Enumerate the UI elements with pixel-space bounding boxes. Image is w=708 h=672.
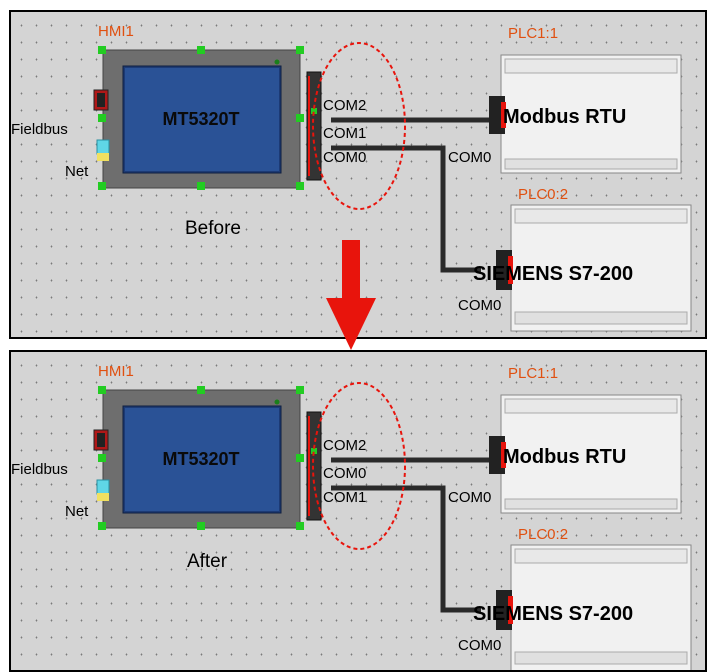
hmi-name: HMI1 xyxy=(98,363,134,380)
port-label-1: COM2 xyxy=(323,97,366,114)
down-arrow-icon xyxy=(326,240,376,350)
net-label: Net xyxy=(65,163,89,180)
hmi-model: MT5320T xyxy=(162,109,239,129)
after-diagram: HMI1 MT5320T Fieldbus Net COM2 COM0 COM1… xyxy=(11,363,692,671)
highlight-ellipse xyxy=(312,42,406,210)
before-diagram: HMI1 MT5320T Fieldbus Net COM2 COM1 COM0… xyxy=(11,23,692,332)
fieldbus-label: Fieldbus xyxy=(11,121,68,138)
selection-handles xyxy=(98,386,304,530)
port-label-3: COM1 xyxy=(323,489,366,506)
highlight-ellipse xyxy=(312,382,406,550)
plc2-port: COM0 xyxy=(458,637,501,654)
fieldbus-label: Fieldbus xyxy=(11,461,68,478)
plc2-device-label: SIEMENS S7-200 xyxy=(473,263,633,285)
caption: After xyxy=(187,551,228,572)
hmi-device[interactable] xyxy=(93,389,322,529)
selection-handles xyxy=(98,46,304,190)
plc2-device-label: SIEMENS S7-200 xyxy=(473,603,633,625)
before-panel: HMI1 MT5320T Fieldbus Net COM2 COM1 COM0… xyxy=(9,10,707,339)
plc2-name: PLC0:2 xyxy=(518,526,568,543)
net-label: Net xyxy=(65,503,89,520)
port-label-3: COM0 xyxy=(323,149,366,166)
plc1-name: PLC1:1 xyxy=(508,365,558,382)
cable-com1-to-plc2 xyxy=(331,485,481,613)
hmi-name: HMI1 xyxy=(98,23,134,40)
hmi-model: MT5320T xyxy=(162,449,239,469)
port-label-1: COM2 xyxy=(323,437,366,454)
plc2-device[interactable] xyxy=(496,544,692,671)
port-label-2: COM0 xyxy=(323,465,366,482)
plc2-device[interactable] xyxy=(496,204,692,332)
plc2-port: COM0 xyxy=(458,297,501,314)
plc1-device-label: Modbus RTU xyxy=(503,446,626,468)
plc1-device[interactable] xyxy=(489,394,682,514)
plc1-device-label: Modbus RTU xyxy=(503,106,626,128)
caption: Before xyxy=(185,218,241,239)
cable-com1-to-plc2 xyxy=(331,145,481,273)
plc2-name: PLC0:2 xyxy=(518,186,568,203)
port-label-2: COM1 xyxy=(323,125,366,142)
plc1-device[interactable] xyxy=(489,54,682,174)
plc1-port: COM0 xyxy=(448,149,491,166)
plc1-port: COM0 xyxy=(448,489,491,506)
plc1-name: PLC1:1 xyxy=(508,25,558,42)
after-panel: HMI1 MT5320T Fieldbus Net COM2 COM0 COM1… xyxy=(9,350,707,672)
